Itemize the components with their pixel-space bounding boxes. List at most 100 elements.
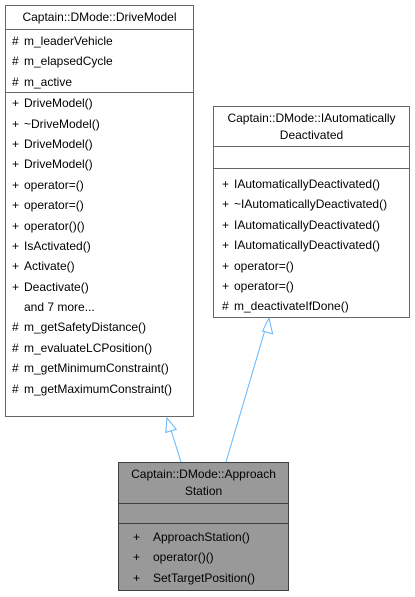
visibility-marker: + xyxy=(222,258,230,273)
member-name: m_leaderVehicle xyxy=(24,34,113,48)
member-row[interactable]: # m_getMaximumConstraint() xyxy=(6,379,193,399)
visibility-marker: + xyxy=(12,198,20,213)
member-row[interactable]: + IAutomaticallyDeactivated() xyxy=(214,235,409,255)
member-row[interactable]: +~IAutomaticallyDeactivated() xyxy=(214,194,409,214)
visibility-marker: # xyxy=(12,340,19,355)
class-title-text: Captain::DMode::IAutomatically Deactivat… xyxy=(227,110,396,142)
operations-section: + DriveModel() + ~DriveModel() + DriveModel… xyxy=(6,93,193,399)
member-row[interactable]: + IsActivated() xyxy=(6,236,193,256)
member-name: m_deactivateIfDone() xyxy=(234,299,349,314)
member-row[interactable]: # m_deactivateIfDone() xyxy=(214,296,409,316)
visibility-marker: + xyxy=(222,238,230,253)
member-name: IAutomaticallyDeactivated() xyxy=(234,217,381,232)
member-row[interactable]: + operator=() xyxy=(6,195,193,215)
member-name: operator()() xyxy=(153,550,214,565)
member-name: IAutomaticallyDeactivated() xyxy=(234,177,381,191)
visibility-marker: # xyxy=(12,34,19,48)
member-row[interactable]: + operator()() xyxy=(119,547,288,567)
class-title[interactable]: Captain::DMode::IAutomatically Deactivat… xyxy=(214,107,409,147)
visibility-marker xyxy=(12,297,24,317)
visibility-marker: # xyxy=(12,361,19,376)
member-row[interactable]: # m_getSafetyDistance() xyxy=(6,317,193,337)
visibility-marker: # xyxy=(12,381,19,396)
member-name: operator()() xyxy=(24,218,85,233)
member-name: m_active xyxy=(24,74,73,89)
class-iautomatically-deactivated[interactable]: Captain::DMode::IAutomatically Deactivat… xyxy=(213,106,410,318)
member-name: DriveModel() xyxy=(24,157,93,172)
visibility-marker: + xyxy=(133,550,141,565)
member-name: ~DriveModel() xyxy=(24,116,100,131)
operations-section: +IAutomaticallyDeactivated() +~IAutomati… xyxy=(214,169,409,317)
visibility-marker: # xyxy=(12,74,19,89)
member-row[interactable]: + operator=() xyxy=(214,276,409,296)
member-row[interactable]: + ApproachStation() xyxy=(119,527,288,547)
visibility-marker: # xyxy=(12,54,19,69)
member-name: operator=() xyxy=(24,177,84,192)
inheritance-arrowhead xyxy=(261,316,274,335)
more-members-link[interactable]: and 7 more... xyxy=(6,297,193,317)
visibility-marker: + xyxy=(133,530,141,544)
class-title-text: Captain::DMode::Approach Station xyxy=(131,467,276,498)
visibility-marker: + xyxy=(12,157,20,172)
member-row[interactable]: + IAutomaticallyDeactivated() xyxy=(214,174,409,194)
visibility-marker: + xyxy=(133,570,141,585)
member-name: Activate() xyxy=(24,259,75,274)
attributes-section xyxy=(119,504,288,524)
member-row[interactable]: + DriveModel() xyxy=(6,93,193,113)
attributes-section: # m_leaderVehicle # m_elapsedCycle # m_acti… xyxy=(6,30,193,94)
visibility-marker: + xyxy=(222,278,230,293)
visibility-marker: + xyxy=(12,116,20,131)
member-row[interactable]: + ~DriveModel() xyxy=(6,114,193,134)
member-name: m_elapsedCycle xyxy=(24,54,113,69)
member-row[interactable]: + operator()() xyxy=(6,216,193,236)
member-name: operator=() xyxy=(234,258,294,273)
member-name: m_getMaximumConstraint() xyxy=(24,381,173,396)
member-row[interactable]: # m_active xyxy=(6,72,193,92)
visibility-marker: # xyxy=(222,299,229,314)
visibility-marker: + xyxy=(12,279,20,294)
visibility-marker: # xyxy=(12,320,19,335)
member-row[interactable]: + IAutomaticallyDeactivated() xyxy=(214,215,409,235)
member-row[interactable]: + DriveModel() xyxy=(6,134,193,154)
attributes-section xyxy=(214,147,409,169)
inheritance-arrowhead xyxy=(165,416,178,434)
edge-approach-to-iauto xyxy=(225,316,274,463)
member-row[interactable]: + SetTargetPosition() xyxy=(119,568,288,588)
member-name: operator=() xyxy=(234,278,294,293)
visibility-marker: + xyxy=(12,96,20,111)
member-row[interactable]: # m_elapsedCycle xyxy=(6,51,193,71)
class-approach-station[interactable]: Captain::DMode::Approach Station + Approa… xyxy=(118,462,289,591)
visibility-marker: + xyxy=(222,177,230,191)
member-row[interactable]: + Activate() xyxy=(6,256,193,276)
visibility-marker: + xyxy=(222,217,230,232)
member-name: SetTargetPosition() xyxy=(153,570,256,585)
visibility-marker: + xyxy=(12,136,20,151)
member-row[interactable]: # m_getMinimumConstraint() xyxy=(6,358,193,378)
member-row[interactable]: + DriveModel() xyxy=(6,154,193,174)
member-name: DriveModel() xyxy=(24,96,93,111)
member-row[interactable]: +operator=() xyxy=(6,175,193,195)
class-title[interactable]: Captain::DMode::Approach Station xyxy=(119,463,288,504)
member-name: m_evaluateLCPosition() xyxy=(24,340,153,355)
member-name: and 7 more... xyxy=(24,300,95,315)
visibility-marker: + xyxy=(12,238,20,253)
member-row[interactable]: + operator=() xyxy=(214,256,409,276)
class-title[interactable]: Captain::DMode::DriveModel xyxy=(6,6,193,30)
visibility-marker: + xyxy=(12,218,20,233)
member-name: IsActivated() xyxy=(24,238,91,253)
member-name: m_getSafetyDistance() xyxy=(24,320,147,335)
member-name: ApproachStation() xyxy=(153,530,250,544)
class-drive-model[interactable]: Captain::DMode::DriveModel # m_leaderVehi… xyxy=(5,5,194,417)
member-row[interactable]: # m_leaderVehicle xyxy=(6,31,193,51)
member-name: Deactivate() xyxy=(24,279,89,294)
member-row[interactable]: + Deactivate() xyxy=(6,277,193,297)
visibility-marker: + xyxy=(12,259,20,274)
member-name: IAutomaticallyDeactivated() xyxy=(234,238,381,253)
edge-approach-to-drivemodel xyxy=(165,416,182,463)
member-name: DriveModel() xyxy=(24,136,93,151)
member-row[interactable]: # m_evaluateLCPosition() xyxy=(6,338,193,358)
member-name: ~IAutomaticallyDeactivated() xyxy=(234,197,388,212)
member-name: operator=() xyxy=(24,198,84,213)
member-name: m_getMinimumConstraint() xyxy=(24,361,169,376)
